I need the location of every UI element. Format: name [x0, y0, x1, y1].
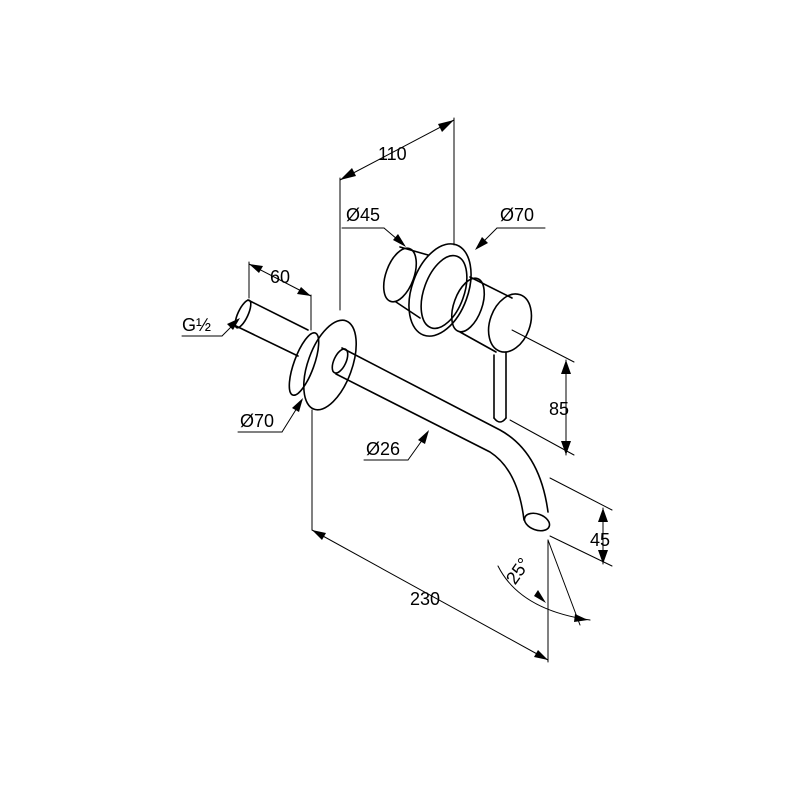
dimension-thread: G½	[181, 315, 240, 337]
dim-button-diameter-label: Ø45	[346, 205, 380, 225]
dim-mixer-rosette-label: Ø70	[500, 205, 534, 225]
dimension-230: 230	[311, 409, 549, 661]
dim-60-label: 60	[270, 267, 290, 287]
dimension-60: 60	[248, 261, 312, 331]
dim-85-label: 85	[549, 399, 569, 419]
dimension-button-diameter: Ø45	[341, 205, 406, 247]
dim-110-label: 110	[378, 144, 407, 164]
dimension-25-deg: 25°	[497, 539, 591, 663]
spout-body	[331, 347, 551, 532]
dim-thread-label: G½	[182, 315, 211, 335]
mixer-rosette	[408, 243, 472, 337]
spout-assembly	[234, 299, 551, 532]
dimension-85: 85	[509, 329, 575, 456]
dimension-spout-diameter: Ø26	[363, 430, 429, 461]
mixer-assembly	[382, 243, 533, 423]
dim-45-label: 45	[590, 530, 610, 550]
dim-spout-rosette-label: Ø70	[240, 411, 274, 431]
dimension-45: 45	[549, 477, 613, 567]
mixer-lever	[493, 351, 507, 423]
dimension-spout-rosette: Ø70	[237, 398, 303, 433]
mixer-handle-body	[450, 276, 533, 353]
dimension-mixer-rosette: Ø70	[475, 205, 546, 250]
dim-25-deg-label: 25°	[502, 554, 534, 588]
dim-spout-diameter-label: Ø26	[366, 439, 400, 459]
connector-pipe	[234, 299, 309, 357]
spout-rosette	[288, 319, 357, 411]
dim-230-label: 230	[410, 589, 440, 609]
dimension-110: 110	[339, 117, 455, 311]
